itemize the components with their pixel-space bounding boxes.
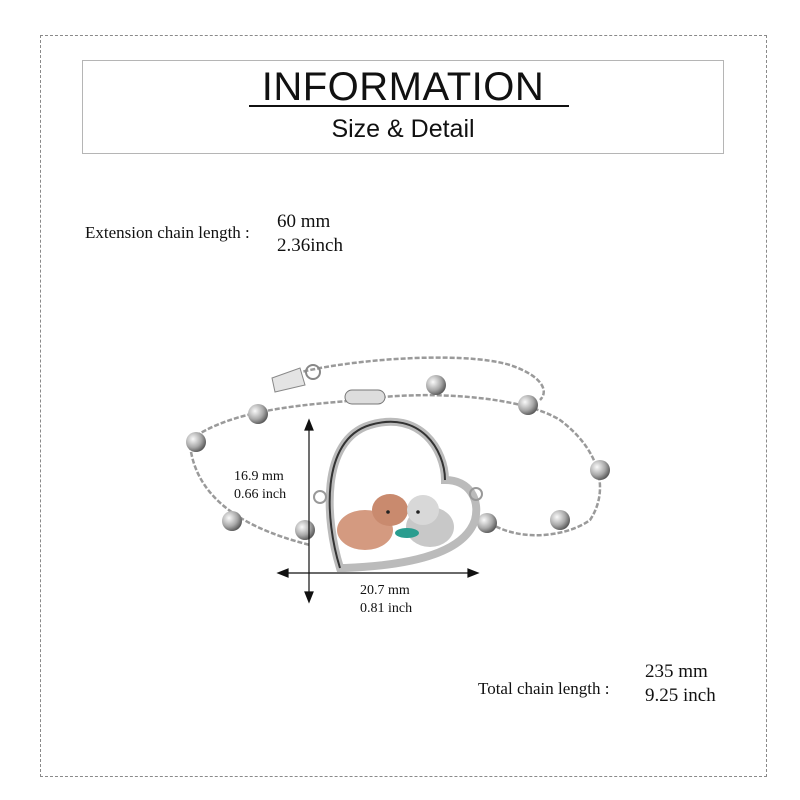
guinea-pigs [337,494,454,550]
pendant-height-mm: 16.9 mm [234,469,284,484]
beads [186,375,610,540]
height-dimension-arrow [304,418,314,604]
pendant-width-inch: 0.81 inch [360,601,413,616]
total-mm: 235 mm [645,661,708,682]
total-inch: 9.25 inch [645,685,716,706]
pendant-height-inch: 0.66 inch [234,487,287,502]
chain [188,356,602,547]
extension-mm: 60 mm [277,211,331,232]
pendant-width-mm: 20.7 mm [360,583,410,598]
info-header: INFORMATION Size & Detail [82,60,724,154]
title-underline [249,105,569,107]
total-label: Total chain length : [478,679,610,698]
heart-pendant [313,417,483,572]
page-title: INFORMATION [261,65,545,109]
width-dimension-arrow [276,568,480,578]
page-subtitle: Size & Detail [331,115,475,143]
extension-inch: 2.36inch [277,235,343,256]
dashed-frame [40,35,767,777]
extension-label: Extension chain length : [85,223,250,242]
lobster-clasp [271,364,386,405]
